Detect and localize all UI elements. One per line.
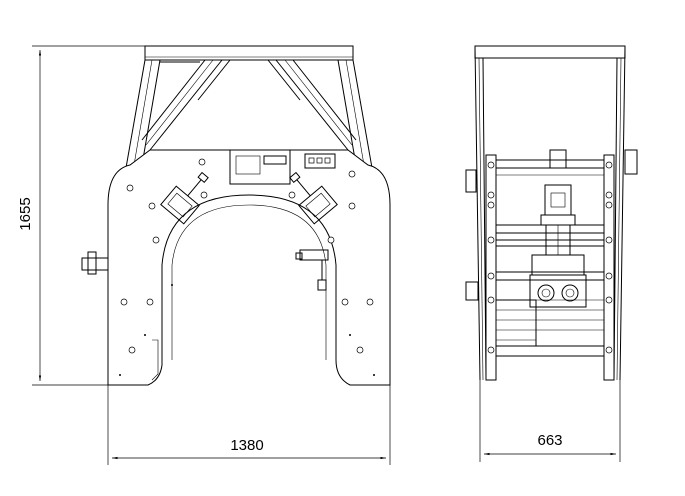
front-view xyxy=(81,45,391,386)
dimension-side-width-label: 663 xyxy=(537,432,562,449)
side-bolts xyxy=(487,161,613,354)
dimension-height: 1655 xyxy=(17,45,145,386)
bolts xyxy=(119,158,375,376)
center-assembly xyxy=(529,149,587,308)
motor-housing xyxy=(229,149,291,185)
valve-assembly xyxy=(295,249,329,291)
left-clamp xyxy=(81,251,109,275)
dimension-side-width: 663 xyxy=(479,380,621,462)
right-cylinder xyxy=(289,171,338,225)
side-top-bar xyxy=(474,45,626,59)
side-plate-left xyxy=(485,154,497,381)
terminal-block xyxy=(304,153,336,169)
gripper-head xyxy=(529,274,587,308)
left-cylinder xyxy=(160,171,209,225)
bracket-left-lower xyxy=(465,281,479,301)
bracket-left-upper xyxy=(465,169,477,193)
dimension-front-width: 1380 xyxy=(107,385,391,465)
dimension-height-label: 1655 xyxy=(17,197,34,230)
main-plate xyxy=(107,149,391,386)
side-view xyxy=(465,45,638,381)
top-beam xyxy=(144,45,354,61)
bracket-right xyxy=(624,149,638,175)
side-plate-right xyxy=(603,154,615,381)
horizontal-frames xyxy=(495,159,605,357)
dimension-front-width-label: 1380 xyxy=(230,437,263,454)
